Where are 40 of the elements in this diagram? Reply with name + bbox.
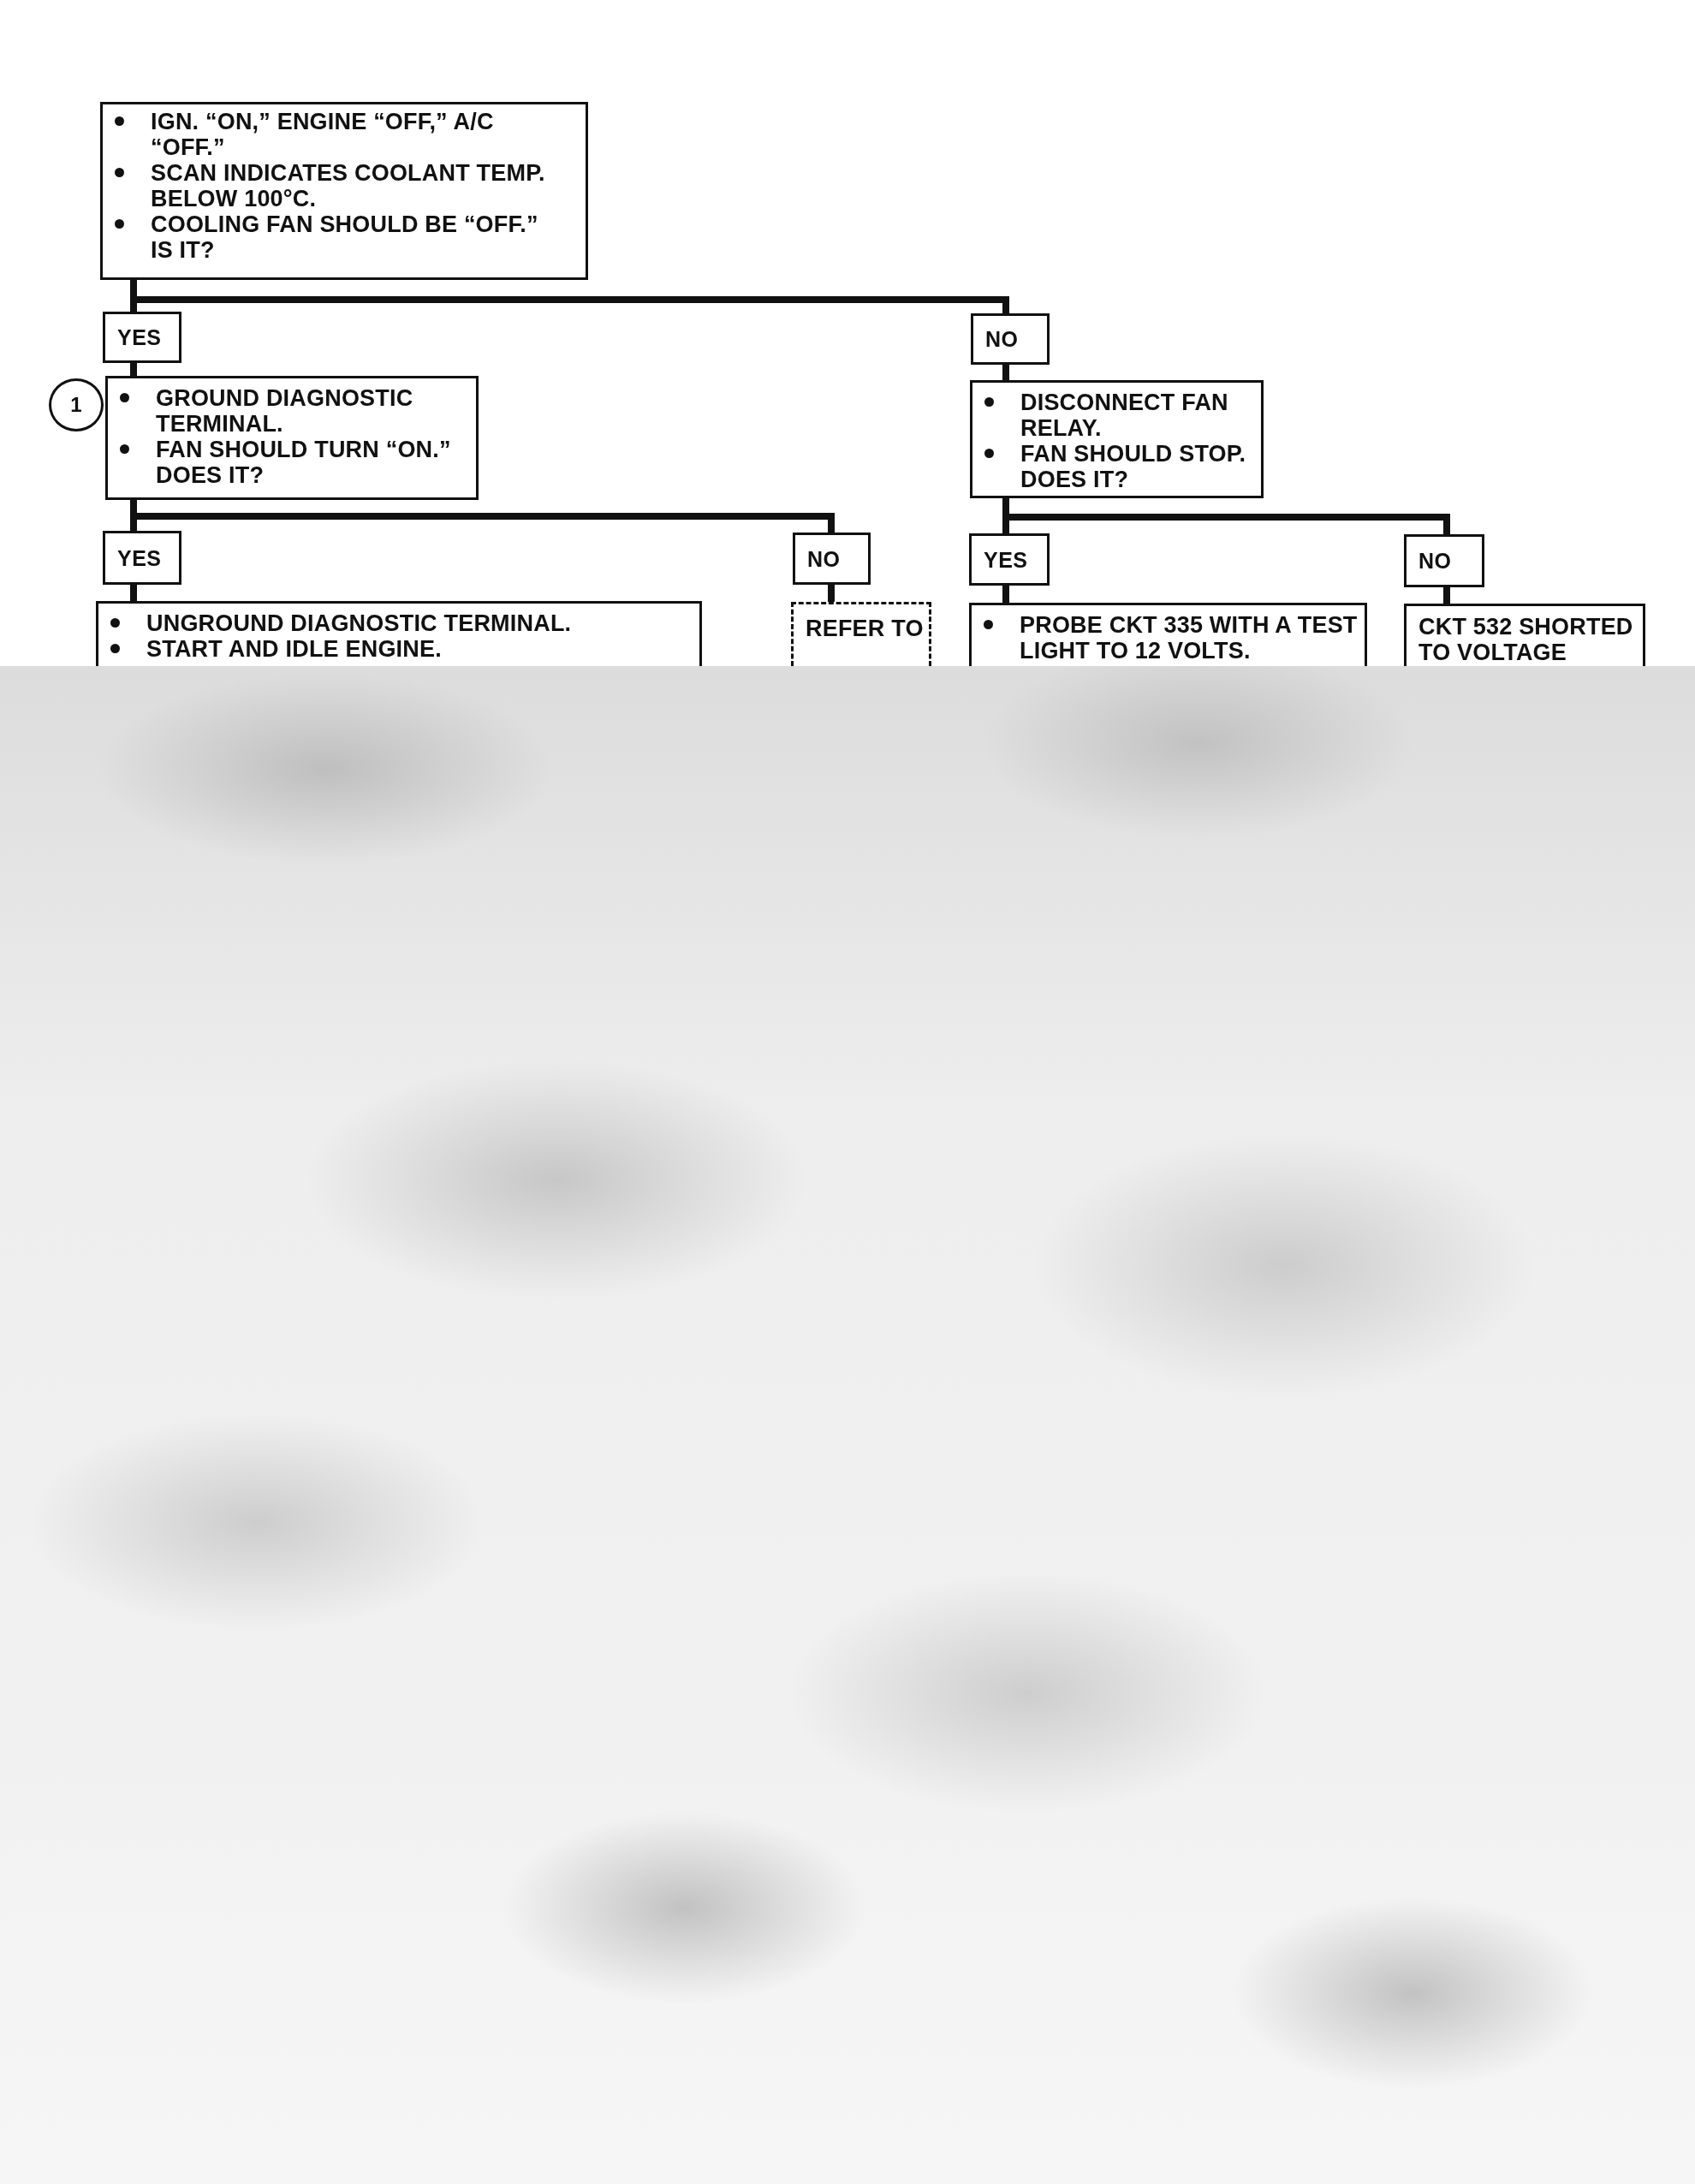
answer-box <box>103 531 181 585</box>
reference-text: REFER TO <box>806 616 925 641</box>
connector-line <box>828 585 835 602</box>
instruction-text: COOLING FAN SHOULD BE “OFF.” IS IT? <box>103 211 562 263</box>
reference-box <box>791 602 931 666</box>
answer-box <box>1404 534 1484 587</box>
instruction-text: GROUND DIAGNOSTIC TERMINAL. <box>108 385 468 437</box>
action-box <box>96 601 702 666</box>
result-text: CKT 532 SHORTED TO VOLTAGE <box>1418 614 1634 665</box>
connector-line <box>1443 587 1450 604</box>
step-number: 1 <box>70 394 82 416</box>
answer-box <box>793 533 871 585</box>
instruction-text: DISCONNECT FAN RELAY. <box>972 390 1260 441</box>
connector-line <box>1002 586 1009 603</box>
question-box <box>970 380 1264 498</box>
instruction-text: START AND IDLE ENGINE. <box>98 636 694 662</box>
answer-text: YES <box>117 324 162 350</box>
result-box <box>1404 604 1645 666</box>
answer-text: YES <box>117 545 162 571</box>
instruction-text: FAN SHOULD TURN “ON.” DOES IT? <box>108 437 468 488</box>
answer-box <box>971 313 1050 365</box>
question-box <box>105 376 479 500</box>
instruction-text: PROBE CKT 335 WITH A TEST LIGHT TO 12 VOLTS. <box>972 612 1362 664</box>
answer-text: NO <box>985 326 1019 352</box>
question-box <box>100 102 588 280</box>
answer-text: YES <box>984 546 1028 573</box>
answer-box <box>103 312 181 363</box>
instruction-text: IGN. “ON,” ENGINE “OFF,” A/C “OFF.” <box>103 109 562 160</box>
connector-line <box>1002 498 1450 534</box>
instruction-text: UNGROUND DIAGNOSTIC TERMINAL. <box>98 610 694 636</box>
answer-text: NO <box>807 545 841 572</box>
instruction-text: SCAN INDICATES COOLANT TEMP. BELOW 100°C. <box>103 160 562 211</box>
connector-line <box>1002 365 1009 380</box>
answer-text: NO <box>1418 548 1452 574</box>
step-number-circle <box>49 378 104 431</box>
instruction-text: FAN SHOULD STOP. DOES IT? <box>972 441 1260 492</box>
action-box <box>969 603 1367 666</box>
connector-line <box>130 585 137 601</box>
answer-box <box>969 533 1050 586</box>
connector-line <box>130 363 137 376</box>
